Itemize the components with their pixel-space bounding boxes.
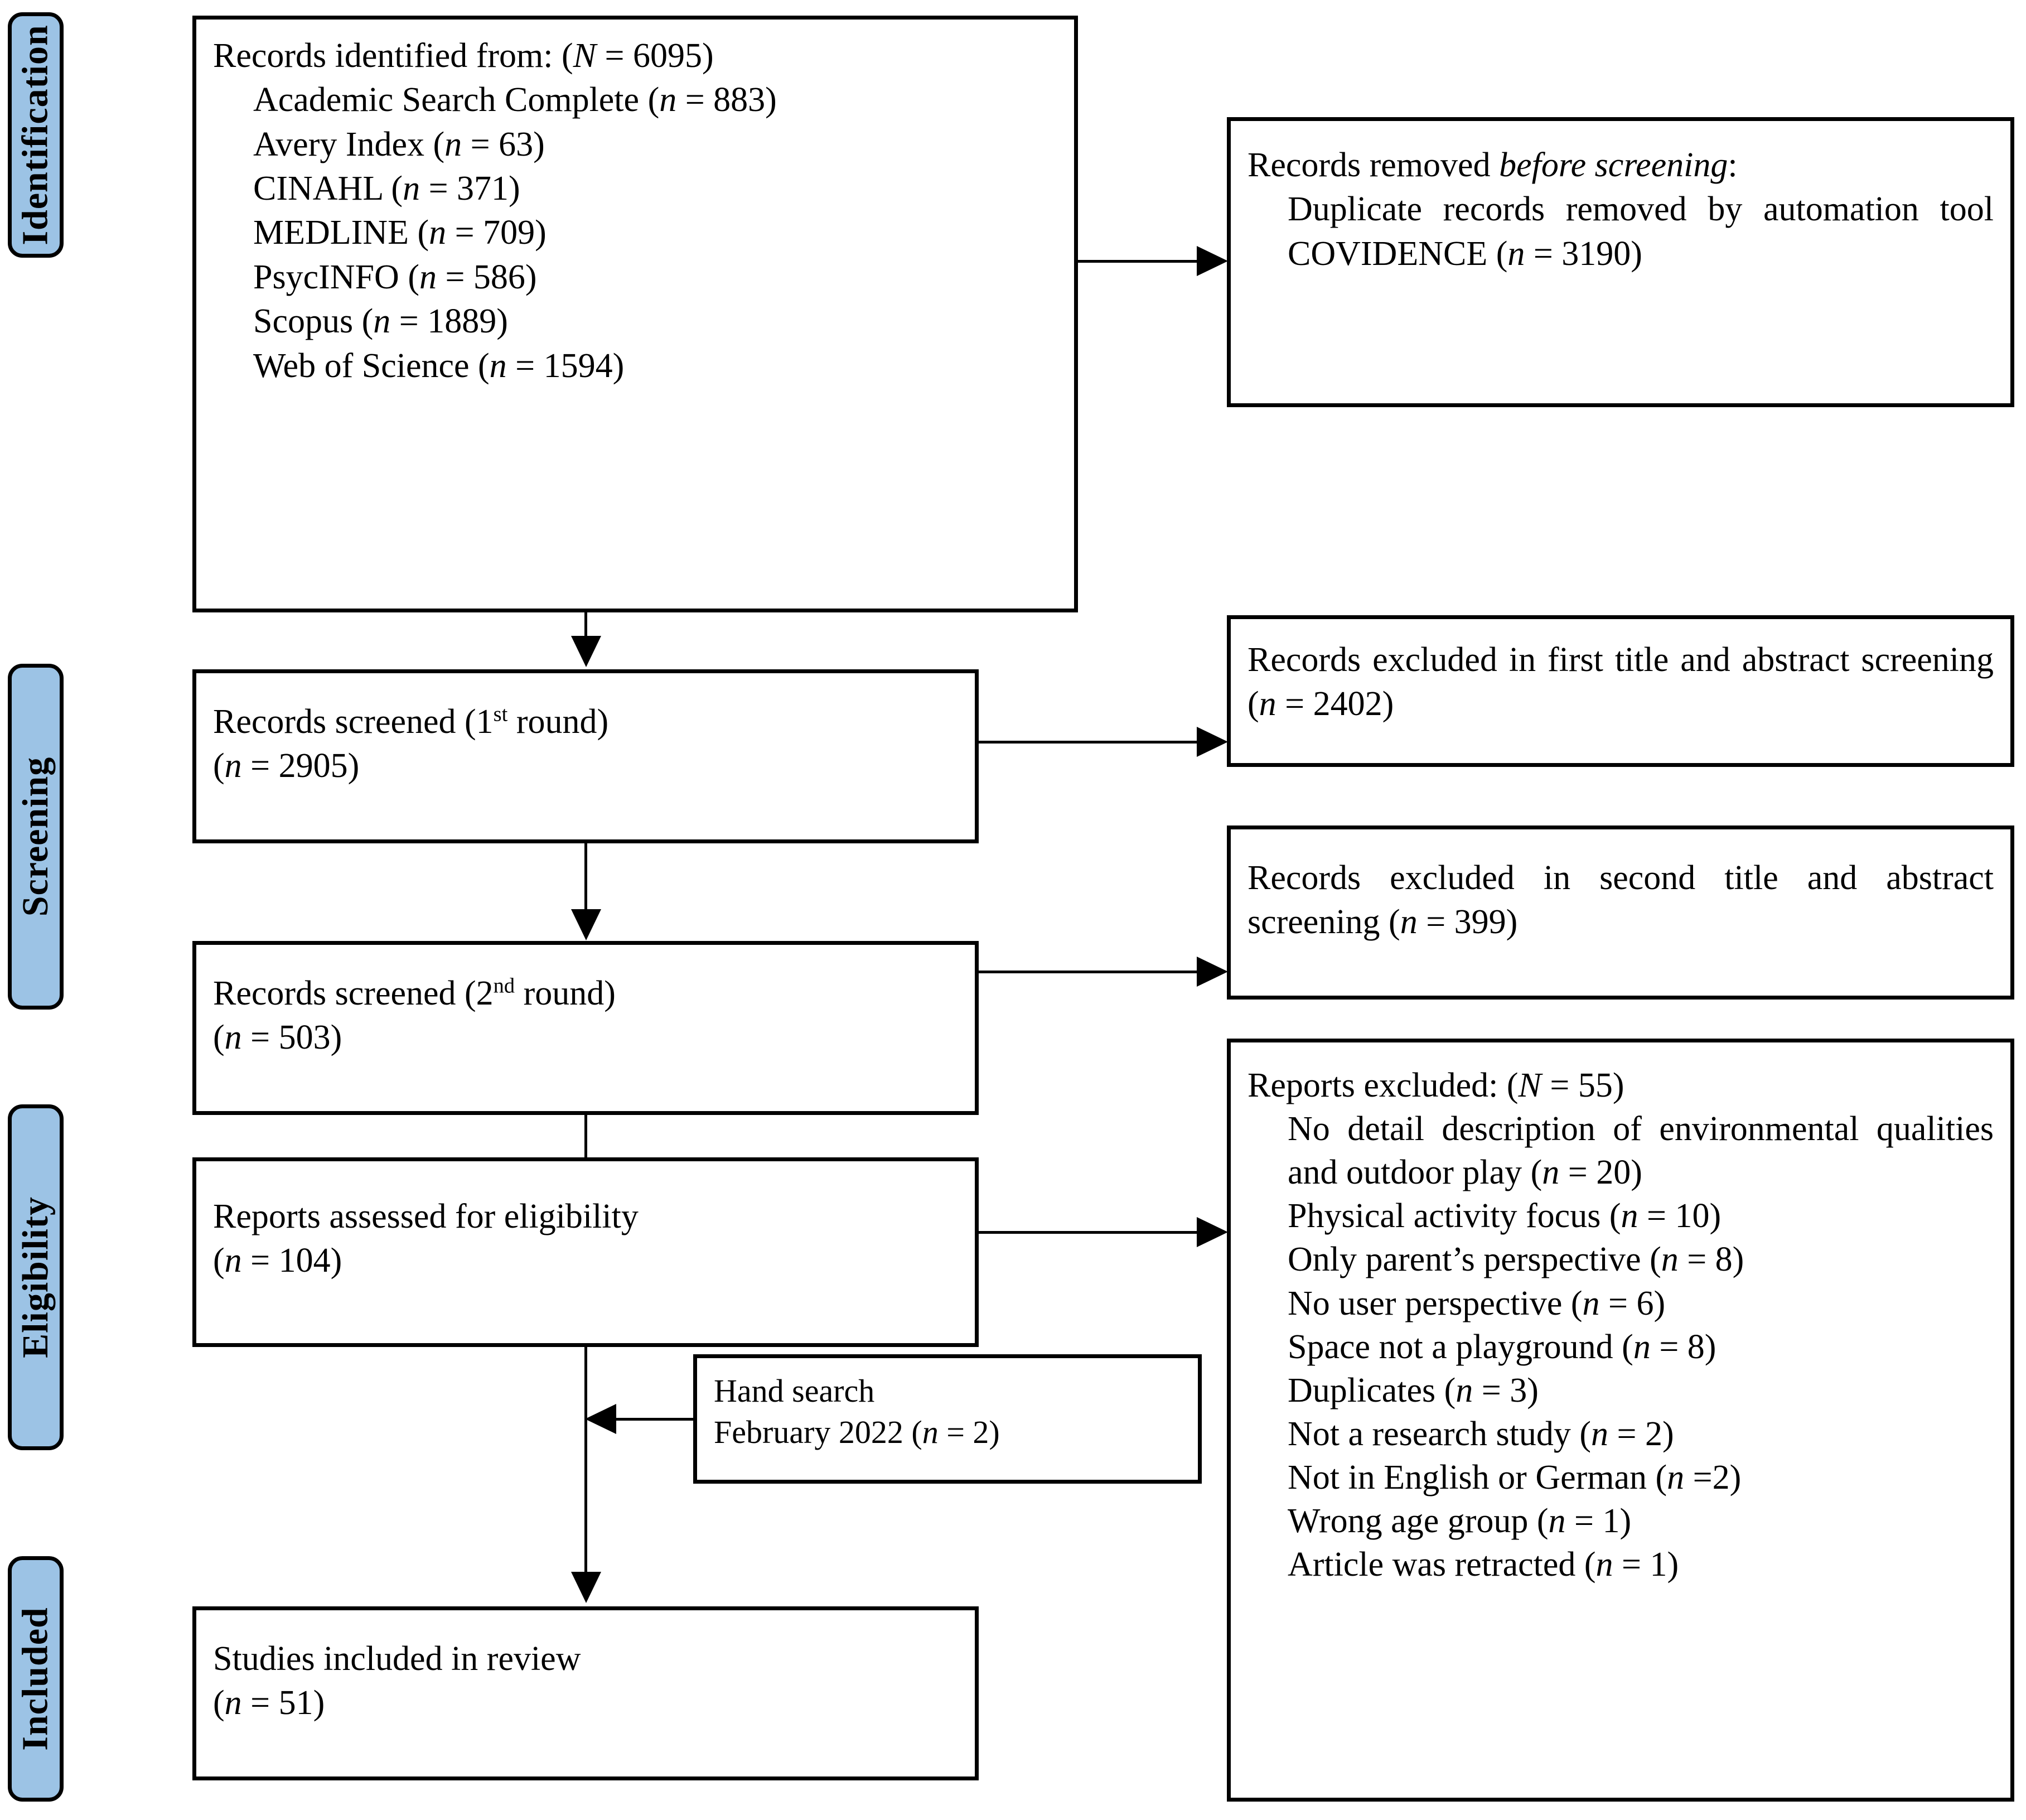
stage-label-included: Included [8, 1556, 64, 1802]
records-removed-detail: Duplicate records removed by automation … [1288, 190, 1994, 273]
exclusion-reason: No user perspective (n = 6) [1288, 1284, 1666, 1322]
arrow-screened2-to-excluded [1197, 957, 1228, 987]
records-removed-heading: Records removed before screening: [1247, 146, 1738, 184]
stage-label-screening-text: Screening [15, 756, 56, 917]
studies-included-count: (n = 51) [213, 1684, 325, 1722]
records-screened-round2-line1: Records screened (2nd round) [213, 974, 616, 1012]
stage-label-eligibility-text: Eligibility [15, 1196, 56, 1358]
records-identified-box: Records identified from: (N = 6095) Acad… [192, 16, 1078, 612]
connector-screened2-to-eligibility [584, 1115, 587, 1185]
arrow-eligibility-to-included [571, 1572, 601, 1603]
records-removed-box: Records removed before screening: Duplic… [1227, 117, 2014, 407]
hand-search-line1: Hand search [714, 1373, 875, 1409]
exclusion-reason: No detail description of environmental q… [1288, 1110, 1994, 1192]
arrow-identified-to-screened1 [571, 636, 601, 667]
exclusion-reason: Article was retracted (n = 1) [1288, 1546, 1679, 1584]
records-identified-heading: Records identified from: (N = 6095) [213, 37, 714, 75]
stage-label-eligibility: Eligibility [8, 1104, 64, 1450]
records-excluded-first-box: Records excluded in first title and abst… [1227, 615, 2014, 767]
exclusion-reason: Not in English or German (n =2) [1288, 1458, 1742, 1496]
arrow-identified-to-removed [1197, 246, 1228, 276]
records-screened-round1-count: (n = 2905) [213, 747, 360, 785]
records-excluded-first-text: Records excluded in first title and abst… [1247, 641, 1994, 723]
records-screened-round1-box: Records screened (1st round) (n = 2905) [192, 669, 979, 843]
connector-eligibility-to-included [584, 1347, 587, 1576]
exclusion-reason: Space not a playground (n = 8) [1288, 1327, 1716, 1366]
reports-excluded-box: Reports excluded: (N = 55) No detail des… [1227, 1039, 2014, 1802]
stage-label-screening: Screening [8, 664, 64, 1010]
reports-assessed-line1: Reports assessed for eligibility [213, 1198, 639, 1235]
stage-label-identification-text: Identification [15, 25, 56, 245]
arrow-screened1-to-screened2 [571, 909, 601, 940]
studies-included-line1: Studies included in review [213, 1640, 581, 1678]
connector-hand-search-to-flow [616, 1418, 694, 1421]
studies-included-box: Studies included in review (n = 51) [192, 1606, 979, 1780]
hand-search-line2: February 2022 (n = 2) [714, 1414, 1000, 1451]
exclusion-reason: Only parent’s perspective (n = 8) [1288, 1240, 1744, 1279]
records-excluded-second-box: Records excluded in second title and abs… [1227, 825, 2014, 1000]
source-item: PsycINFO (n = 586) [253, 258, 537, 296]
stage-label-included-text: Included [15, 1607, 56, 1751]
reports-assessed-count: (n = 104) [213, 1242, 342, 1280]
hand-search-box: Hand search February 2022 (n = 2) [693, 1354, 1202, 1484]
source-item: CINAHL (n = 371) [253, 170, 520, 208]
arrow-eligibility-to-reports-excluded [1197, 1217, 1228, 1247]
connector-identified-to-removed [1078, 260, 1197, 263]
connector-eligibility-to-reports-excluded [979, 1231, 1197, 1234]
connector-screened1-to-excluded [979, 741, 1197, 744]
reports-assessed-eligibility-box: Reports assessed for eligibility (n = 10… [192, 1157, 979, 1347]
source-item: Scopus (n = 1889) [253, 302, 508, 341]
source-item: Avery Index (n = 63) [253, 125, 545, 163]
connector-screened2-to-excluded [979, 971, 1197, 973]
connector-identified-to-screened1 [584, 612, 587, 639]
stage-label-identification: Identification [8, 12, 64, 258]
source-item: Web of Science (n = 1594) [253, 346, 625, 385]
exclusion-reason: Wrong age group (n = 1) [1288, 1502, 1632, 1541]
exclusion-reason: Physical activity focus (n = 10) [1288, 1197, 1722, 1235]
records-screened-round1-line1: Records screened (1st round) [213, 702, 609, 741]
records-excluded-second-text: Records excluded in second title and abs… [1247, 859, 1994, 942]
arrow-hand-search-to-flow [585, 1404, 616, 1434]
arrow-screened1-to-excluded [1197, 727, 1228, 757]
records-screened-round2-box: Records screened (2nd round) (n = 503) [192, 941, 979, 1115]
records-screened-round2-count: (n = 503) [213, 1018, 342, 1057]
exclusion-reason: Duplicates (n = 3) [1288, 1371, 1539, 1409]
exclusion-reason: Not a research study (n = 2) [1288, 1415, 1674, 1453]
connector-screened1-to-screened2 [584, 843, 587, 913]
source-item: Academic Search Complete (n = 883) [253, 81, 777, 119]
source-item: MEDLINE (n = 709) [253, 214, 547, 252]
reports-excluded-heading: Reports excluded: (N = 55) [1247, 1066, 1624, 1104]
